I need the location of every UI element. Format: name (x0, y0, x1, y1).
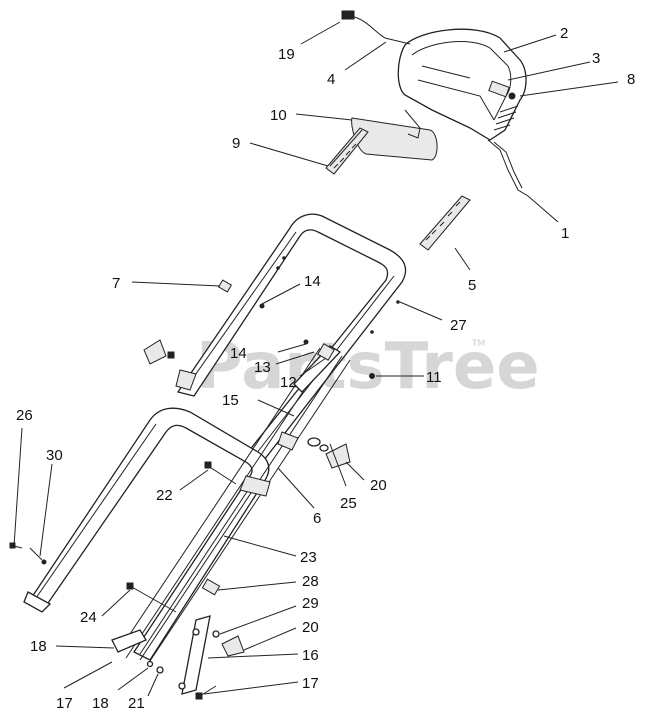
callout-2: 2 (560, 25, 568, 42)
callout-18-bottom: 18 (92, 695, 109, 712)
callout-23: 23 (300, 549, 317, 566)
callout-13: 13 (254, 359, 271, 376)
lower-brackets (111, 615, 211, 695)
callout-17-left: 17 (56, 695, 73, 712)
callout-30: 30 (46, 447, 63, 464)
cable-clips (325, 127, 471, 251)
callout-11: 11 (426, 369, 442, 386)
callout-8: 8 (627, 71, 635, 88)
callout-14-lower: 14 (230, 345, 247, 362)
watermark-trademark: TM (471, 339, 485, 349)
callout-14-upper: 14 (304, 273, 321, 290)
callout-24: 24 (80, 609, 97, 626)
callout-26: 26 (16, 407, 33, 424)
callout-20-right: 20 (370, 477, 387, 494)
callout-27: 27 (450, 317, 467, 334)
callout-5: 5 (468, 277, 476, 294)
callout-28: 28 (302, 573, 319, 590)
callout-9: 9 (232, 135, 240, 152)
callout-4: 4 (327, 71, 335, 88)
callout-17-right: 17 (302, 675, 319, 692)
leader-lines (13, 21, 619, 697)
watermark: PartsTree (196, 330, 540, 404)
callout-18-left: 18 (30, 638, 47, 655)
lower-handle (23, 407, 270, 661)
callout-3: 3 (592, 50, 600, 67)
callout-29: 29 (302, 595, 319, 612)
upper-control-handle (341, 10, 529, 197)
callout-10: 10 (270, 107, 287, 124)
callout-15: 15 (222, 392, 239, 409)
callout-labels: 19 4 2 3 8 10 9 1 5 7 14 27 14 13 12 11 … (16, 25, 635, 712)
callout-22: 22 (156, 487, 173, 504)
callout-7: 7 (112, 275, 120, 292)
callout-19: 19 (278, 46, 295, 63)
callout-1: 1 (561, 225, 569, 242)
callout-20-lower: 20 (302, 619, 319, 636)
callout-6: 6 (313, 510, 321, 527)
hardware (9, 279, 375, 700)
callout-21: 21 (128, 695, 145, 712)
callout-12: 12 (280, 374, 297, 391)
callout-16: 16 (302, 647, 319, 664)
callout-25: 25 (340, 495, 357, 512)
